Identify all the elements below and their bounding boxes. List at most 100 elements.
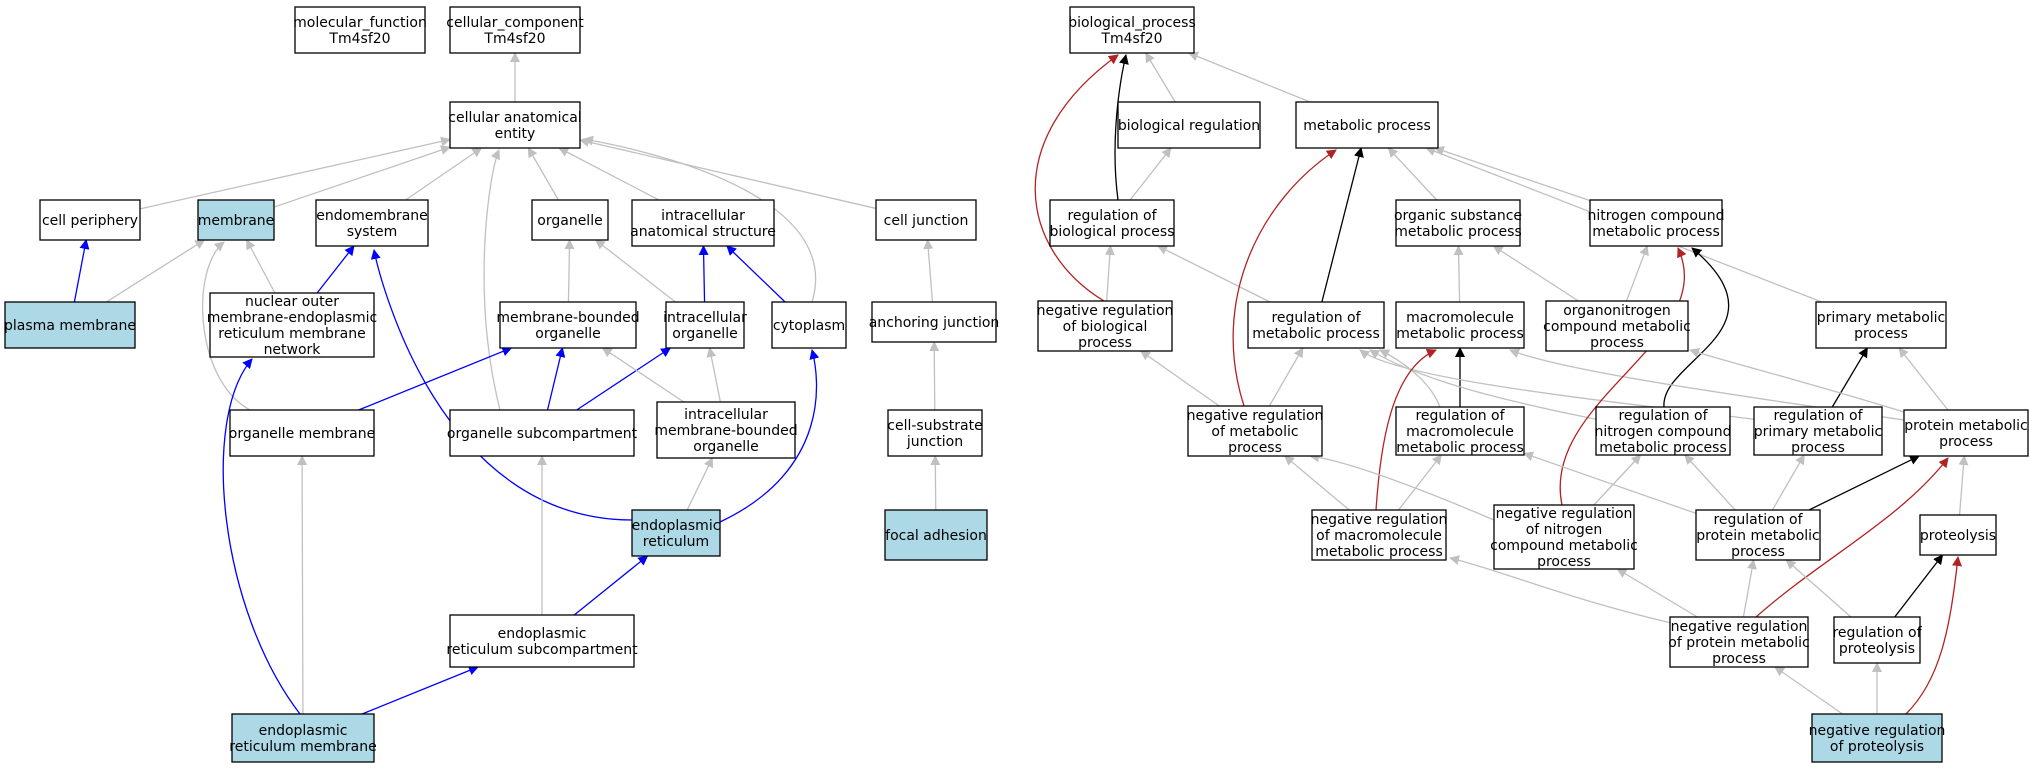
node-box xyxy=(1811,713,1943,763)
node-box xyxy=(1919,514,1997,556)
edge-is-a-bio_reg-to-bp_root xyxy=(1145,52,1176,103)
node-box xyxy=(875,199,977,241)
node-anchoring[interactable]: anchoring junction xyxy=(869,301,1000,343)
node-org-membrane[interactable]: organelle membrane xyxy=(229,409,375,457)
node-label-line: negative regulation xyxy=(1671,619,1808,635)
node-label-line: intracellular xyxy=(661,208,745,224)
node-cell-junction[interactable]: cell junction xyxy=(875,199,977,241)
edge-is-a-neg_reg_met-to-reg_met xyxy=(1268,347,1304,407)
node-label-line: regulation of xyxy=(1773,408,1863,424)
node-cytoplasm[interactable]: cytoplasm xyxy=(771,301,847,349)
node-box xyxy=(1395,406,1525,456)
edge-is-a-er-to-imbo xyxy=(686,457,713,511)
node-label-line: plasma membrane xyxy=(4,318,136,334)
edge-is-a-protein_met-to-primary_met xyxy=(1898,347,1949,411)
node-label-line: metabolic process xyxy=(1396,326,1524,342)
node-box xyxy=(1037,300,1173,352)
edge-part-of-er-to-cytoplasm xyxy=(719,349,820,523)
node-label-line: process xyxy=(1939,434,1993,450)
node-box xyxy=(1311,509,1447,561)
edge-negatively-regulates-neg_reg_met-to-metabolic xyxy=(1232,149,1337,407)
node-box xyxy=(1753,406,1883,456)
edge-is-a-metabolic-to-bp_root xyxy=(1187,51,1311,103)
edge-is-a-plasma_membrane-to-membrane xyxy=(106,239,206,303)
node-label-line: negative regulation xyxy=(1037,303,1174,319)
node-nuclear-outer[interactable]: nuclear outermembrane-endoplasmicreticul… xyxy=(207,292,377,358)
node-plasma-membrane[interactable]: plasma membrane xyxy=(4,301,136,349)
edge-is-a-membrane-to-cae xyxy=(273,145,451,208)
node-box xyxy=(531,199,609,241)
node-focal-adhesion[interactable]: focal adhesion xyxy=(884,509,988,561)
node-label-line: intracellular xyxy=(663,310,747,326)
node-metabolic[interactable]: metabolic process xyxy=(1295,101,1439,149)
node-box xyxy=(499,301,637,349)
edge-is-a-cytoplasm-to-cae xyxy=(583,135,817,303)
node-label-line: process xyxy=(1078,335,1132,351)
node-label-line: regulation of xyxy=(1713,512,1803,528)
edge-regulates-reg_primary-to-primary_met xyxy=(1831,347,1868,408)
node-membrane[interactable]: membrane xyxy=(197,199,275,241)
edge-is-a-neg_reg_macro-to-reg_macro xyxy=(1397,454,1442,511)
edges-layer xyxy=(73,51,1969,715)
edge-is-a-neg_reg_protein-to-neg_reg_nitrogen xyxy=(1616,568,1698,618)
node-cell-periphery[interactable]: cell periphery xyxy=(39,199,141,241)
node-label-line: nitrogen compound xyxy=(1594,424,1731,440)
node-label-line: membrane-endoplasmic xyxy=(207,310,377,326)
edge-is-a-imbo-to-mbo xyxy=(601,347,685,403)
edge-is-a-intra_org-to-organelle xyxy=(594,239,676,303)
node-box xyxy=(1395,301,1525,349)
node-label-line: compound metabolic xyxy=(1490,538,1638,554)
node-label-line: reticulum subcompartment xyxy=(446,642,638,658)
node-label-line: membrane xyxy=(198,213,275,229)
node-label-line: metabolic process xyxy=(1592,224,1720,240)
edge-is-a-organonitrogen-to-nitrogen_met xyxy=(1625,245,1649,302)
edge-is-a-neg_reg_nitrogen-to-reg_nitrogen xyxy=(1593,454,1642,506)
edge-part-of-plasma_membrane-to-cell_periphery xyxy=(73,239,90,303)
node-box xyxy=(631,199,775,247)
edge-is-a-reg_met-to-reg_bio xyxy=(1157,245,1271,303)
node-bio-reg[interactable]: biological regulation xyxy=(1117,101,1261,149)
node-proteolysis[interactable]: proteolysis xyxy=(1919,514,1997,556)
node-org-subcomp[interactable]: organelle subcompartment xyxy=(447,409,638,457)
node-box xyxy=(1545,300,1689,352)
node-label-line: compound metabolic xyxy=(1543,319,1691,335)
node-label-line: Tm4sf20 xyxy=(1100,31,1162,47)
node-label-line: organelle subcompartment xyxy=(447,426,638,442)
edge-is-a-neg_reg_protein-to-neg_reg_macro xyxy=(1449,555,1681,626)
edge-is-a-organelle-to-cae xyxy=(527,147,559,201)
node-label-line: endoplasmic xyxy=(632,518,721,534)
node-organelle[interactable]: organelle xyxy=(531,199,609,241)
